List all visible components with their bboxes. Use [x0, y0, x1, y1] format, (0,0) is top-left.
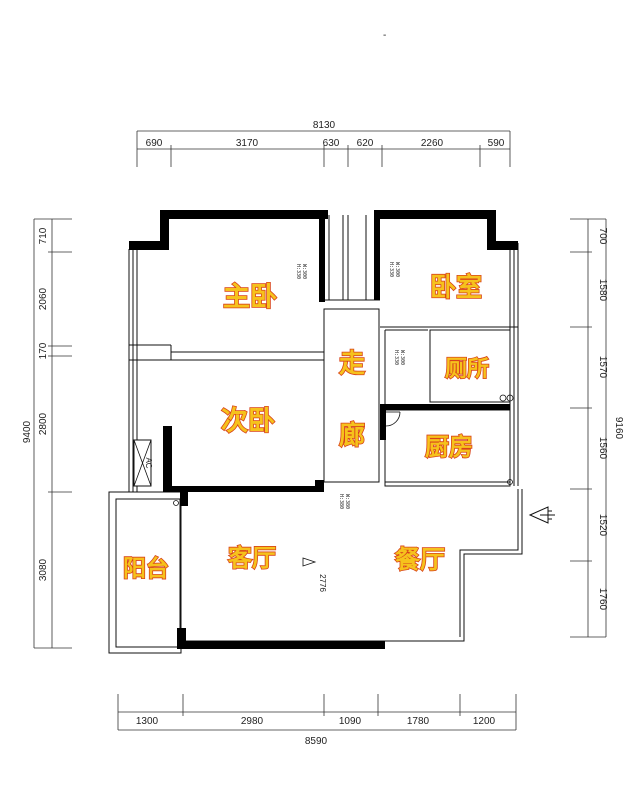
level-mark-value: 2776	[318, 574, 327, 592]
top-dimension-segment: 630	[323, 138, 340, 149]
right-dimension-segment: 1520	[597, 514, 608, 537]
bedroom-door-width: W:300	[394, 262, 400, 277]
door-swings	[173, 394, 514, 506]
left-total-dimension: 9400	[22, 420, 33, 443]
right-dimension-segment: 1760	[597, 588, 608, 611]
top-dimension-segment: 590	[488, 138, 505, 149]
bottom-dimension-segment: 1300	[136, 716, 159, 727]
right-dimension-segment: 1570	[597, 356, 608, 379]
top-total-dimension: 8130	[313, 120, 336, 131]
ac-unit-icon: AC	[133, 439, 153, 487]
hall-opening-width: W:380	[344, 494, 350, 509]
right-dimension-chain	[570, 218, 607, 638]
ac-label: AC	[144, 457, 153, 468]
entrance-arrow-icon	[528, 506, 555, 524]
top-dimension-chain	[136, 130, 511, 167]
bottom-dimension-segment: 1200	[473, 716, 496, 727]
room-label-living-room: 客厅	[228, 544, 276, 572]
bottom-dimension-segment: 1780	[407, 716, 430, 727]
room-label-bedroom: 卧室	[430, 272, 482, 303]
right-dimension-segment: 1580	[597, 279, 608, 302]
master-door-width: W:300	[301, 264, 307, 279]
hall-opening-height: H:380	[338, 494, 344, 509]
bottom-total-dimension: 8590	[305, 736, 328, 747]
room-label-corridor-top: 走	[339, 349, 365, 379]
left-dimension-segment: 3080	[38, 558, 49, 581]
room-label-toilet: 厕所	[445, 357, 489, 382]
right-total-dimension: 9160	[613, 417, 624, 440]
right-dimension-segment: 700	[597, 228, 608, 245]
bottom-dimension-segment: 2980	[241, 716, 264, 727]
room-label-kitchen: 厨房	[425, 433, 473, 461]
room-label-second-bedroom: 次卧	[221, 406, 275, 437]
room-label-dining-room: 餐厅	[395, 545, 445, 574]
bottom-dimension-chain	[117, 694, 517, 731]
bedroom-door-height: H:330	[388, 262, 394, 277]
left-dimension-segment: 170	[38, 342, 49, 359]
left-dimension-segment: 2060	[38, 287, 49, 310]
thin-walls	[108, 215, 523, 654]
toilet-door-width: W:300	[399, 350, 405, 365]
left-dimension-segment: 2800	[38, 412, 49, 435]
bottom-dimension-segment: 1090	[339, 716, 362, 727]
top-mark: -	[383, 30, 386, 41]
left-dimension-segment: 710	[38, 227, 49, 244]
master-door-height: H:330	[295, 264, 301, 279]
room-label-corridor-bottom: 廊	[339, 420, 365, 451]
right-dimension-segment: 1560	[597, 437, 608, 460]
room-label-master-bedroom: 主卧	[223, 282, 277, 313]
structural-walls	[129, 210, 518, 649]
left-dimension-chain	[33, 218, 72, 649]
level-mark: 2776	[302, 557, 327, 592]
top-dimension-segment: 2260	[421, 138, 444, 149]
room-label-balcony: 阳台	[123, 555, 169, 582]
toilet-door-height: H:330	[393, 350, 399, 365]
top-dimension-segment: 690	[146, 138, 163, 149]
top-dimension-segment: 620	[357, 138, 374, 149]
top-dimension-segment: 3170	[236, 138, 259, 149]
